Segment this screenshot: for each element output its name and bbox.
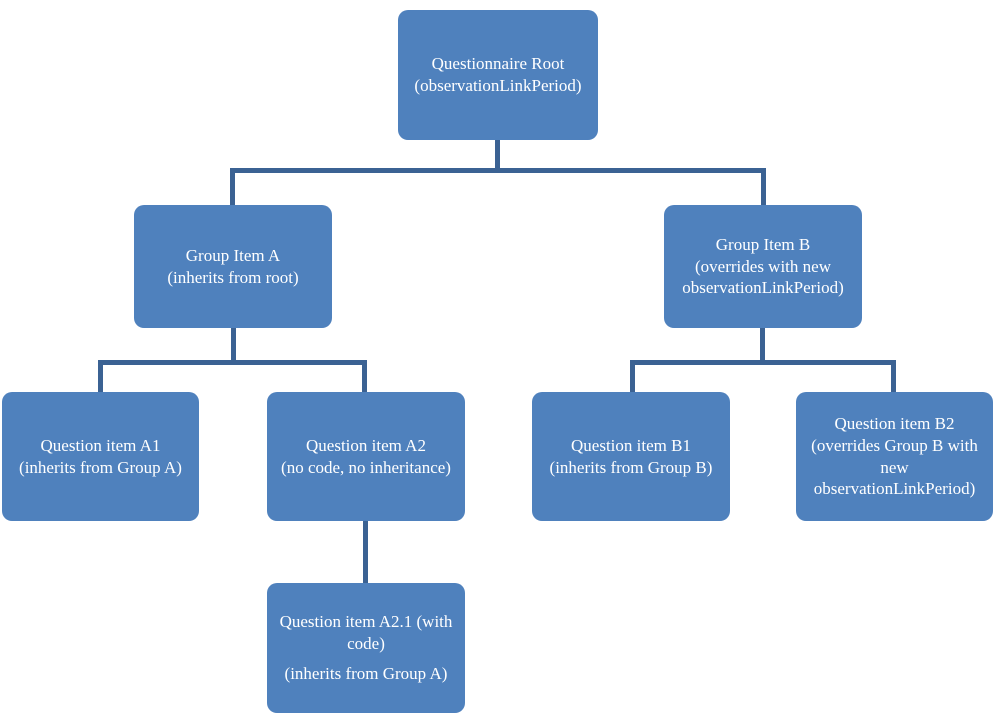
connector-group-a-to-a1 <box>98 360 103 394</box>
connector-group-b-bus <box>630 360 896 365</box>
node-group-b-line-1: Group Item B <box>715 234 811 254</box>
node-a21-line-1: Question item A2.1 (with code) <box>279 611 453 653</box>
node-b2-line-2: (overrides Group B with new observationL… <box>811 435 978 499</box>
connector-root-to-group-a <box>230 168 235 208</box>
connector-root-to-group-b <box>761 168 766 208</box>
node-questionnaire-root[interactable]: Questionnaire Root (observationLinkPerio… <box>398 10 598 140</box>
node-question-item-a2[interactable]: Question item A2 (no code, no inheritanc… <box>267 392 465 521</box>
connector-root-bus <box>230 168 766 173</box>
node-b1-line-1: Question item B1 <box>571 435 691 455</box>
node-a1-line-1: Question item A1 <box>40 435 161 455</box>
node-a21-line-2: (inherits from Group A) <box>284 664 448 684</box>
node-question-item-b1[interactable]: Question item B1 (inherits from Group B) <box>532 392 730 521</box>
connector-group-b-stem <box>760 328 765 362</box>
node-b1-line-2: (inherits from Group B) <box>549 457 713 477</box>
connector-a2-to-a21 <box>363 521 368 585</box>
connector-root-stem <box>495 140 500 172</box>
node-group-b-line-2: (overrides with new observationLinkPerio… <box>682 256 844 298</box>
node-question-item-a21[interactable]: Question item A2.1 (with code) (inherits… <box>267 583 465 713</box>
node-group-item-a[interactable]: Group Item A (inherits from root) <box>134 205 332 328</box>
connector-group-a-stem <box>231 328 236 362</box>
node-a2-line-2: (no code, no inheritance) <box>281 457 451 477</box>
node-a2-line-1: Question item A2 <box>306 435 426 455</box>
node-group-a-line-1: Group Item A <box>185 245 281 265</box>
node-root-line-2: (observationLinkPeriod) <box>414 76 582 95</box>
connector-group-a-bus <box>98 360 367 365</box>
connector-group-b-to-b1 <box>630 360 635 394</box>
node-question-item-b2[interactable]: Question item B2 (overrides Group B with… <box>796 392 993 521</box>
node-a21-line-spacer <box>273 654 459 663</box>
node-group-a-line-2: (inherits from root) <box>167 267 299 287</box>
node-question-item-a1[interactable]: Question item A1 (inherits from Group A) <box>2 392 199 521</box>
connector-group-a-to-a2 <box>362 360 367 394</box>
node-a1-line-2: (inherits from Group A) <box>19 457 182 477</box>
node-root-line-1: Questionnaire Root <box>431 54 565 74</box>
connector-group-b-to-b2 <box>891 360 896 394</box>
node-b2-line-1: Question item B2 <box>834 414 955 433</box>
node-group-item-b[interactable]: Group Item B (overrides with new observa… <box>664 205 862 328</box>
